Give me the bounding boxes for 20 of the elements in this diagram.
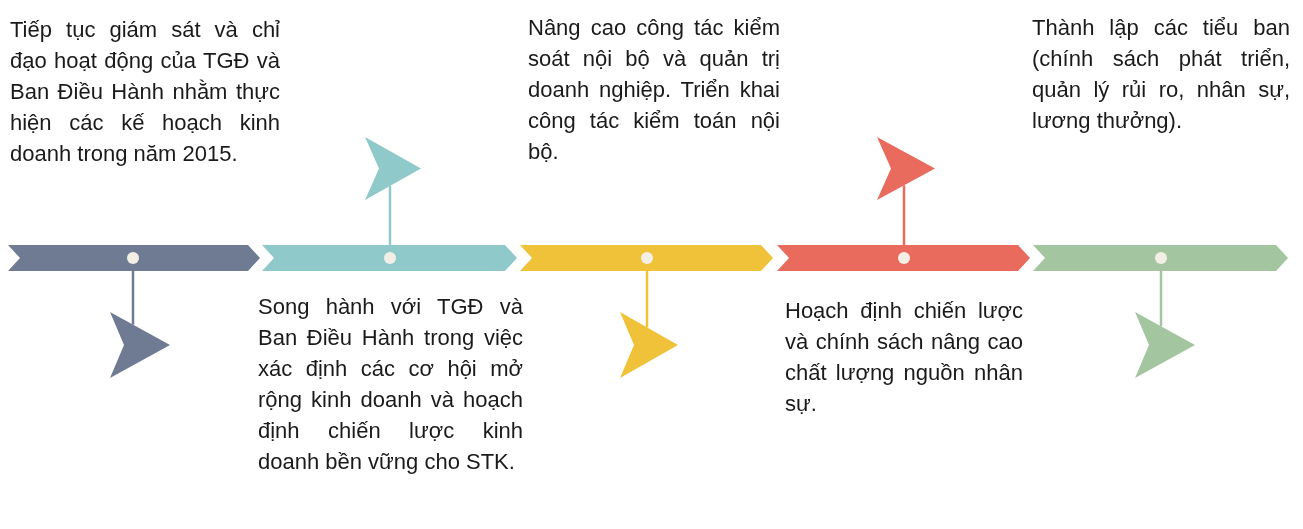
description-text: Song hành với TGĐ và Ban Điều Hành trong việc xác định các cơ hội mở rộng kinh doanh và hoạch định chiến lược kinh doanh bền vững cho STK. [258, 293, 523, 476]
connector-line [645, 271, 649, 328]
description-text: Hoạch định chiến lược và chính sách nâng cao chất lượng nguồn nhân sự. [785, 297, 1023, 418]
connector-line [902, 185, 906, 245]
flag-marker [365, 137, 421, 200]
connector-line [1159, 271, 1163, 327]
connector-line [388, 185, 392, 245]
connector-line [131, 271, 135, 325]
description-text: Thành lập các tiểu ban (chính sách phát triển, quản lý rủi ro, nhân sự, lương thưởng). [1032, 14, 1290, 135]
description-text: Nâng cao công tác kiểm soát nội bộ và quản trị doanh nghiệp. Triển khai công tác kiểm toán nội bộ. [528, 14, 780, 166]
timeline-segment [777, 245, 1030, 271]
flag-marker [110, 312, 170, 378]
flag-marker [620, 312, 678, 378]
flag-marker [877, 137, 935, 200]
timeline-segment [8, 245, 260, 271]
timeline-segment [262, 245, 517, 271]
flag-marker [1135, 312, 1195, 378]
timeline-segment [1033, 245, 1288, 271]
timeline-segment [520, 245, 773, 271]
description-text: Tiếp tục giám sát và chỉ đạo hoạt động của TGĐ và Ban Điều Hành nhằm thực hiện các kế hoạch kinh doanh trong năm 2015. [10, 16, 280, 168]
